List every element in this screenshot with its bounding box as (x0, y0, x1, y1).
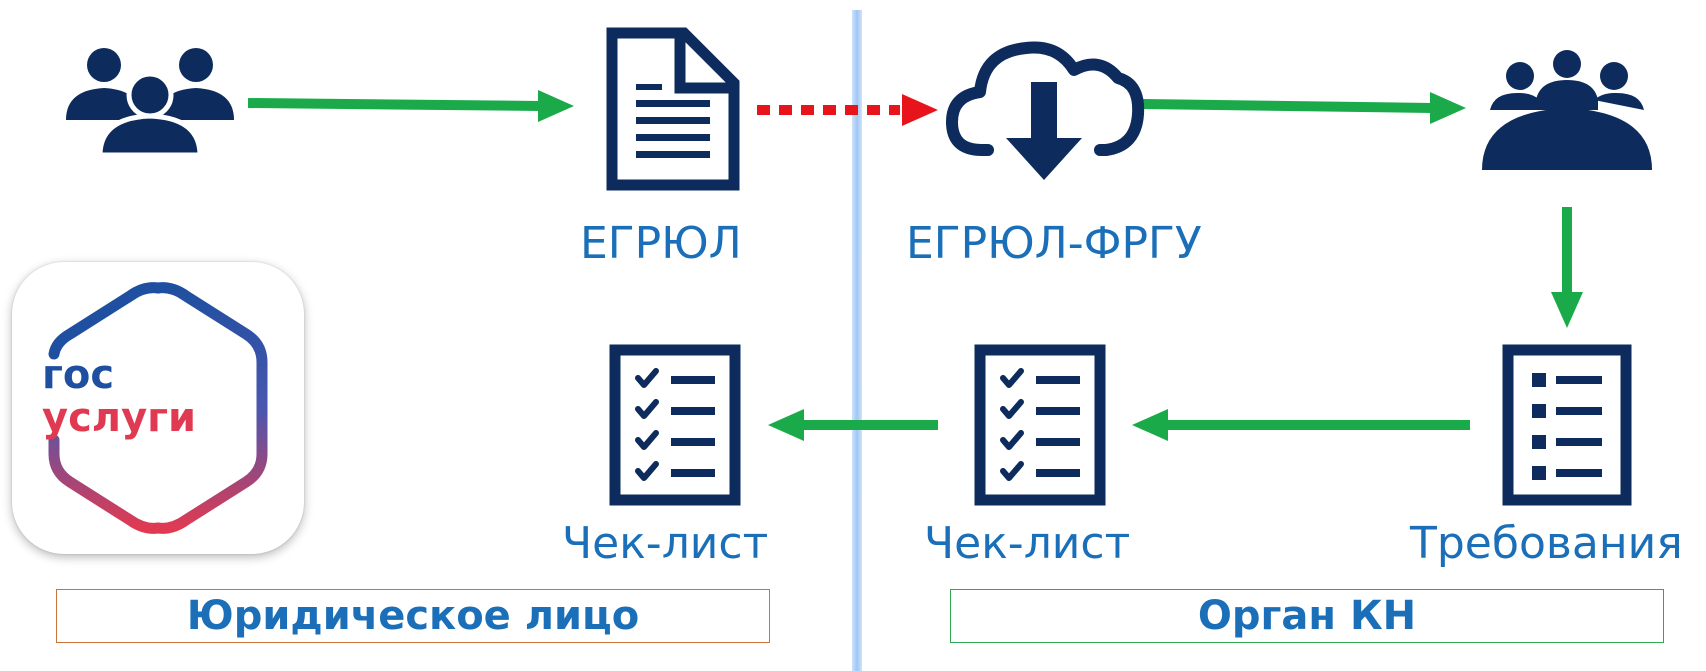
cloud-download-icon (946, 41, 1145, 180)
arrow-egrul-to-frgu-dotted (757, 94, 938, 126)
document-icon (606, 27, 740, 191)
label-checklist-legal: Чек-лист (562, 518, 769, 569)
side-authority: Орган КН (950, 589, 1664, 643)
gosuslugi-logo-line1: гос (42, 352, 115, 398)
team-table-icon (1482, 50, 1652, 170)
label-egrul-frgu: ЕГРЮЛ-ФРГУ (906, 218, 1202, 269)
arrow-users-to-egrul (247, 90, 574, 122)
label-egrul: ЕГРЮЛ (580, 218, 742, 269)
label-requirements: Требования (1410, 518, 1683, 569)
checklist-icon (609, 344, 741, 506)
checklist-icon (974, 344, 1106, 506)
arrow-frgu-to-team (1140, 92, 1466, 124)
arrow-requirements-to-checklist (1132, 409, 1470, 441)
gosuslugi-logo: гос услуги (12, 262, 304, 554)
gosuslugi-logo-line2: услуги (42, 395, 197, 441)
arrow-checklist-to-checklist (768, 409, 938, 441)
side-legal-entity: Юридическое лицо (56, 589, 770, 643)
arrow-team-to-requirements (1551, 207, 1583, 328)
list-icon (1502, 344, 1632, 506)
users-group-icon (66, 48, 234, 158)
label-checklist-authority: Чек-лист (924, 518, 1131, 569)
divider-line (852, 10, 862, 671)
gosuslugi-hexagon-icon (48, 282, 268, 534)
